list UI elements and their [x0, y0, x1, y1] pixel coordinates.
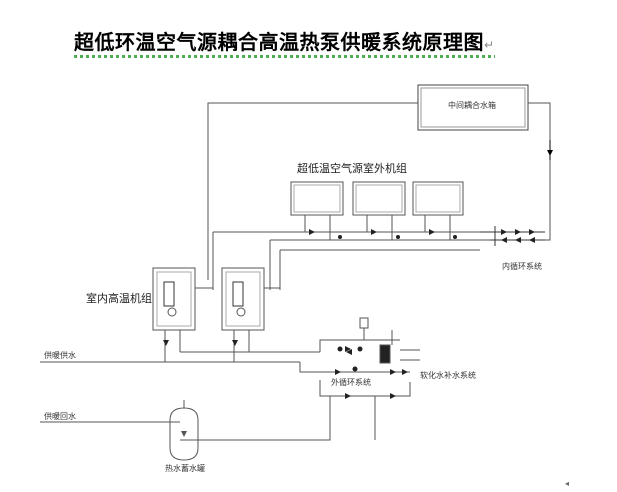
buffer-tank-label: 中间耦合水箱 [448, 101, 496, 110]
indoor-units-label: 室内高温机组 [86, 292, 152, 305]
buffer-tank-box [417, 84, 529, 131]
pipe-top [207, 102, 418, 280]
indoor-unit-1 [152, 267, 196, 331]
supply-water-label: 供暖供水 [44, 351, 76, 360]
outdoor-units-label: 超低温空气源室外机组 [297, 162, 407, 175]
valve-glyphs [163, 229, 535, 437]
indoor-unit-2 [221, 267, 265, 331]
spellcheck-underline [74, 55, 495, 58]
makeup-tank [379, 344, 391, 364]
outdoor-unit-2 [352, 181, 406, 216]
makeup-system-label: 软化水补水系统 [420, 371, 476, 380]
outer-loop-label: 外循环系统 [331, 378, 371, 387]
diagram-title-text: 超低环温空气源耦合高温热泵供暖系统原理图 [74, 30, 484, 54]
return-water-label: 供暖回水 [44, 412, 76, 421]
storage-tank-body [169, 407, 199, 461]
inner-loop-label: 内循环系统 [502, 262, 542, 271]
inner-loop-pumps [480, 226, 545, 246]
outdoor-unit-1 [290, 181, 344, 216]
pipe-outer-right [319, 339, 400, 352]
corner-mark: ◂ [565, 479, 570, 488]
pipe-right [528, 102, 551, 241]
return-mark: ↵ [484, 38, 495, 52]
diagram-title: 超低环温空气源耦合高温热泵供暖系统原理图↵ [74, 26, 495, 58]
storage-tank-label: 热水蓄水罐 [165, 464, 205, 473]
outdoor-unit-3 [412, 181, 464, 216]
